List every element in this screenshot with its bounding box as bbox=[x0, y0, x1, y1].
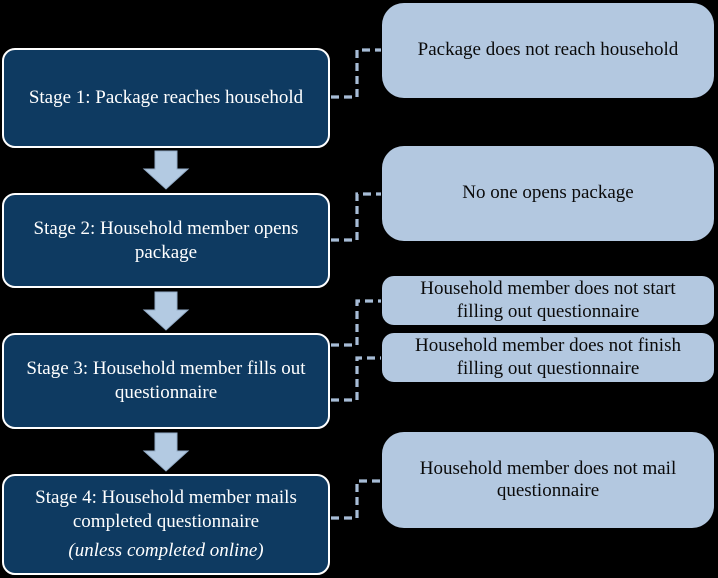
connector-stage3-to-failure4 bbox=[331, 356, 381, 402]
failure-box-not-finish-filling: Household member does not finish filling… bbox=[382, 333, 714, 382]
stage-2-box: Stage 2: Household member opens package bbox=[2, 193, 330, 288]
failure-box-not-start-filling: Household member does not start filling … bbox=[382, 276, 714, 325]
failure-4-label: Household member does not finish filling… bbox=[415, 335, 681, 379]
connector-stage2-to-failure2 bbox=[331, 192, 381, 242]
connector-stage3-to-failure3 bbox=[331, 299, 381, 347]
down-arrow-stage3-stage4 bbox=[142, 432, 190, 472]
failure-2-label: No one opens package bbox=[462, 182, 634, 204]
stage-4-box: Stage 4: Household member mails complete… bbox=[2, 474, 330, 575]
stage-1-label: Stage 1: Package reaches household bbox=[28, 87, 304, 109]
stage-4-label: Stage 4: Household member mails complete… bbox=[35, 487, 297, 533]
connector-stage1-to-failure1 bbox=[331, 48, 381, 99]
failure-1-label: Package does not reach household bbox=[417, 39, 679, 61]
failure-box-no-one-opens: No one opens package bbox=[382, 146, 714, 241]
failure-box-not-mail: Household member does not mail questionn… bbox=[382, 432, 714, 528]
stage-1-box: Stage 1: Package reaches household bbox=[2, 48, 330, 148]
failure-5-label: Household member does not mail questionn… bbox=[419, 457, 677, 501]
down-arrow-stage1-stage2 bbox=[142, 150, 190, 190]
stage-2-label: Stage 2: Household member opens package bbox=[33, 217, 299, 263]
stage-4-note: (unless completed online) bbox=[68, 539, 264, 561]
stage-3-box: Stage 3: Household member fills out ques… bbox=[2, 333, 330, 429]
failure-box-package-not-reach: Package does not reach household bbox=[382, 3, 714, 98]
down-arrow-stage2-stage3 bbox=[142, 291, 190, 331]
stage-3-label: Stage 3: Household member fills out ques… bbox=[26, 358, 306, 403]
failure-3-label: Household member does not start filling … bbox=[420, 278, 676, 322]
connector-stage4-to-failure5 bbox=[331, 479, 381, 520]
